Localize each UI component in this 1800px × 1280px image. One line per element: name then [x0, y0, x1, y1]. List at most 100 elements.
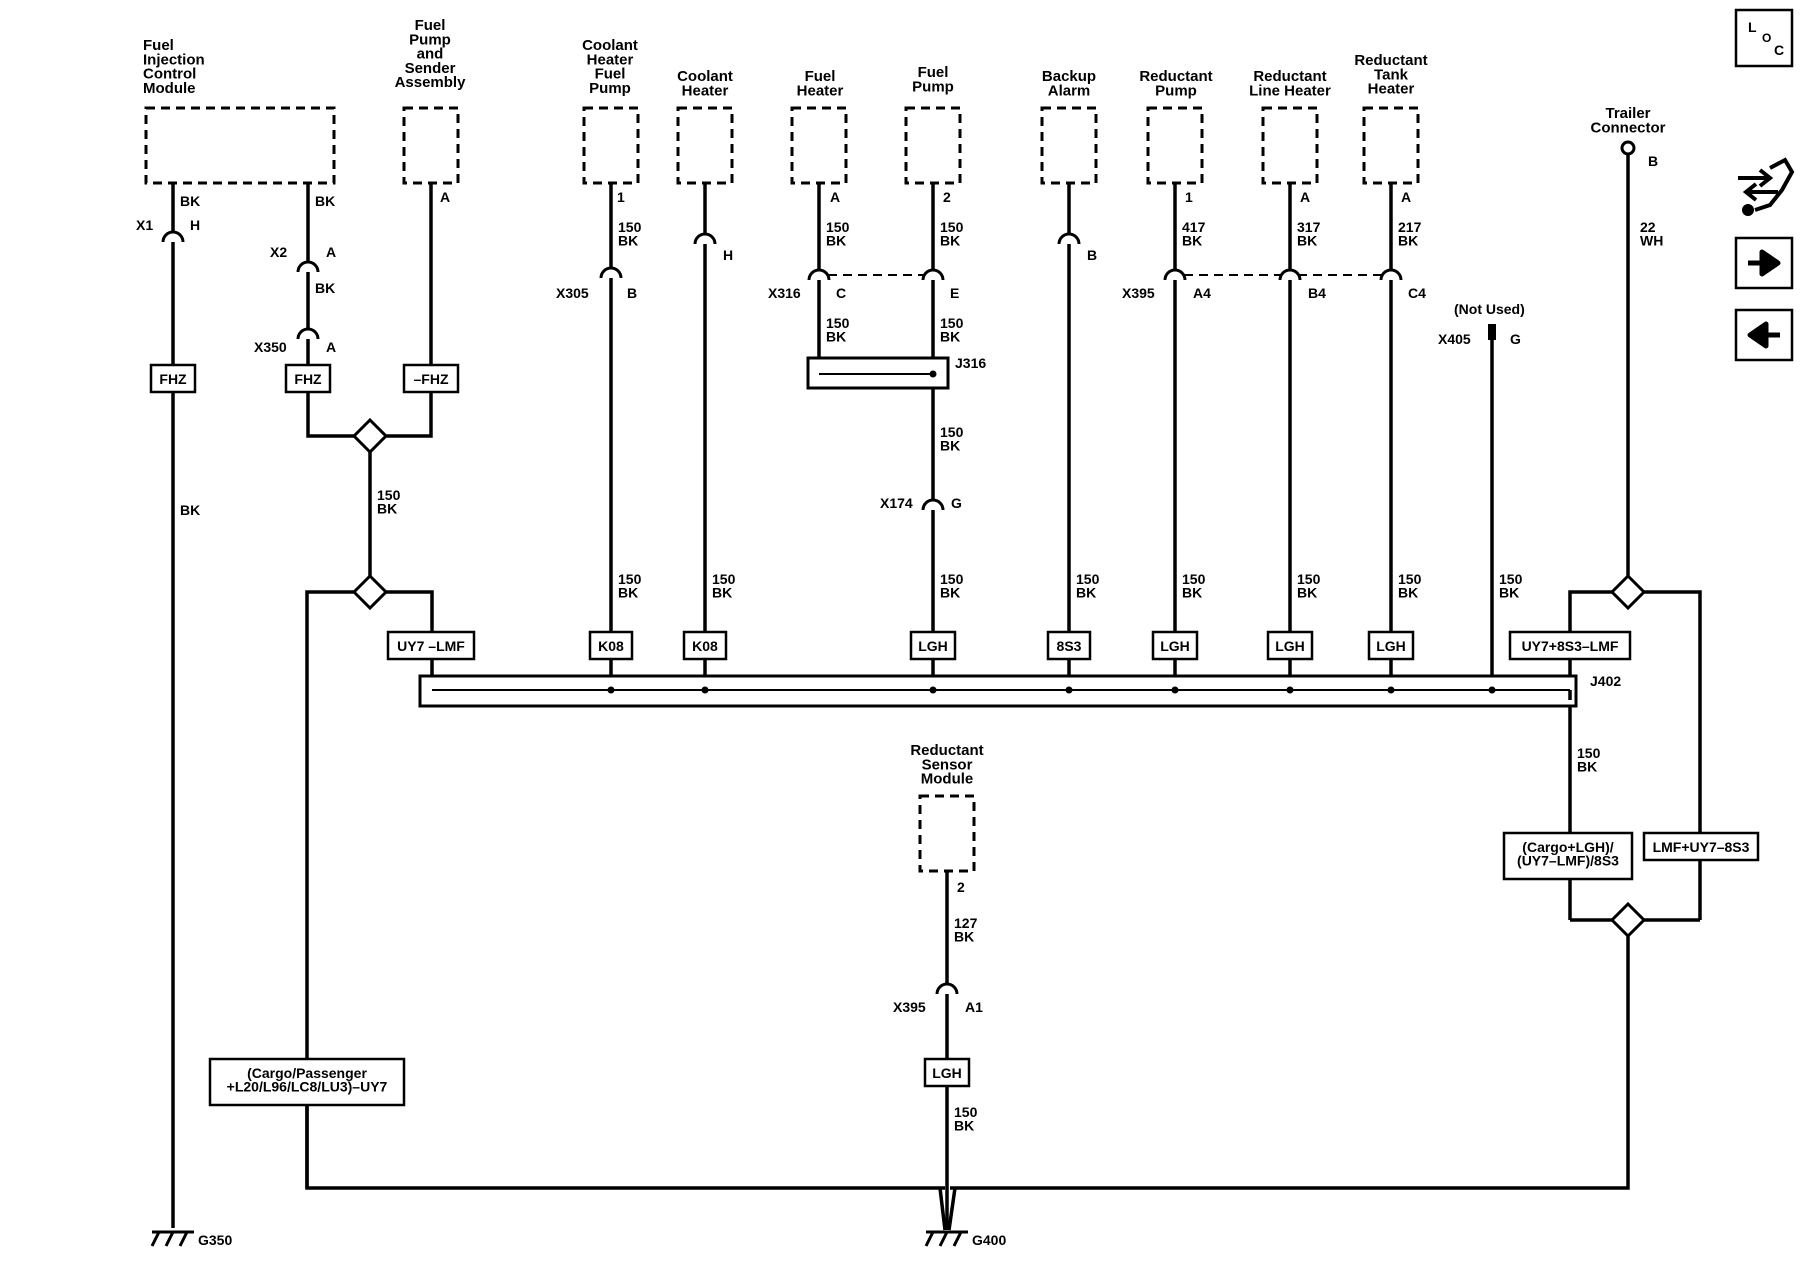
svg-text:K08: K08 [692, 638, 718, 654]
x350-pin: A [326, 339, 336, 355]
option-cargo-lgh: (Cargo+LGH)/(UY7–LMF)/8S3 [1502, 831, 1634, 881]
tc-pin-socket [1620, 140, 1636, 156]
x350-label: X350 [254, 339, 287, 355]
fuel-heater-box [790, 106, 848, 185]
svg-text:LGH: LGH [932, 1065, 962, 1081]
svg-text:LMF+UY7–8S3: LMF+UY7–8S3 [1653, 839, 1750, 855]
wire-ground-left-run [305, 1098, 945, 1190]
option-cargo-passenger: (Cargo/Passenger+L20/L96/LC8/LU3)–UY7 [208, 1057, 406, 1107]
svg-text:LGH: LGH [1275, 638, 1305, 654]
option-lgh-rlh: LGH [1266, 630, 1314, 661]
option-k08-a: K08 [588, 630, 634, 661]
fh-pin: A [830, 189, 840, 205]
ficm-pin-2: BK [315, 193, 335, 209]
wire-label-bk-ficm1: BK [180, 502, 200, 518]
x395-b4: B4 [1308, 285, 1326, 301]
fp-sender-pin: A [440, 189, 450, 205]
svg-text:LGH: LGH [918, 638, 948, 654]
x395-label: X395 [1122, 285, 1155, 301]
splice-diamonds [351, 417, 1647, 939]
x305-pin: B [627, 285, 637, 301]
option-fhz-1: FHZ [149, 363, 197, 394]
ground-g350-symbol [150, 1230, 194, 1247]
wire-left-branch [305, 590, 355, 1188]
wire-tc-ground [950, 936, 1630, 1190]
x405-note: (Not Used) [1454, 301, 1525, 317]
wire-tc-left [1568, 590, 1613, 920]
option-8s3: 8S3 [1046, 630, 1092, 661]
svg-text:UY7+8S3–LMF: UY7+8S3–LMF [1522, 638, 1619, 654]
option-fhz-2: FHZ [284, 363, 332, 394]
connector-symbols [161, 230, 1403, 995]
ground-g350-label: G350 [198, 1232, 232, 1248]
svg-text:–FHZ: –FHZ [414, 371, 449, 387]
ground-g400-label: G400 [972, 1232, 1006, 1248]
svg-text:LGH: LGH [1376, 638, 1406, 654]
svg-text:UY7 –LMF: UY7 –LMF [397, 638, 465, 654]
x395-a1: A1 [965, 999, 983, 1015]
x174-pin: G [951, 495, 962, 511]
backup-alarm-box [1040, 106, 1098, 185]
svg-text:FHZ: FHZ [159, 371, 187, 387]
x395-c4: C4 [1408, 285, 1426, 301]
chfp-pin: 1 [617, 189, 625, 205]
j316-label: J316 [955, 355, 986, 371]
reductant-sensor-module-box [918, 794, 976, 873]
swap-connector-icon[interactable] [1738, 157, 1795, 216]
x395-a4: A4 [1193, 285, 1211, 301]
option-not-fhz: –FHZ [402, 363, 460, 394]
wire-label-bk-x2: BK [315, 280, 335, 296]
svg-text:K08: K08 [598, 638, 624, 654]
fuel-pump-sender-box [402, 106, 460, 185]
ground-g400-symbol [924, 1230, 968, 1247]
svg-text:L: L [1748, 19, 1757, 35]
reductant-pump-box [1146, 106, 1204, 185]
svg-text:LGH: LGH [1160, 638, 1190, 654]
ch-pin: H [723, 247, 733, 263]
next-page-button[interactable] [1734, 236, 1794, 290]
prev-page-button[interactable] [1734, 308, 1794, 362]
loc-button[interactable]: L O C [1734, 8, 1794, 68]
reductant-tank-heater-box [1362, 106, 1420, 185]
fp-pin: 2 [943, 189, 951, 205]
reductant-line-heater-box [1261, 106, 1319, 185]
x405-pin-stub [1488, 324, 1496, 340]
option-lgh-fp: LGH [909, 630, 957, 661]
ficm-box [144, 106, 336, 185]
x1-pin: H [190, 217, 200, 233]
j402-label: J402 [1590, 673, 1621, 689]
x316-label: X316 [768, 285, 801, 301]
svg-text:C: C [1774, 42, 1784, 58]
x2-pin: A [326, 244, 336, 260]
coolant-heater-box [676, 106, 734, 185]
